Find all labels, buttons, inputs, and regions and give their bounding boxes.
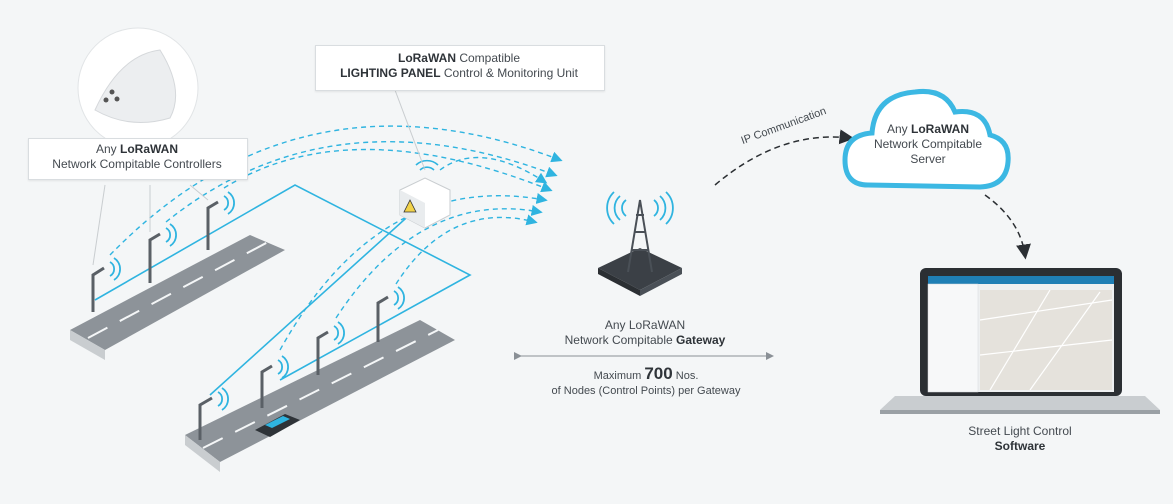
lighting-panel-box <box>399 159 451 229</box>
gateway-line2: Network Compitable <box>564 333 676 347</box>
capacity-suffix: Nos. <box>672 370 699 382</box>
panel-lighting: LIGHTING PANEL <box>340 66 441 80</box>
server-any: Any <box>886 122 911 136</box>
software-label: Street Light Control Software <box>920 424 1120 454</box>
gateway-bold: Gateway <box>676 333 726 347</box>
server-link-arrow <box>984 194 1031 260</box>
server-label: Any LoRaWAN Network Compitable Server <box>858 122 998 167</box>
panel-callout <box>315 45 605 91</box>
software-line1: Street Light Control <box>968 424 1072 438</box>
cloud-icon <box>842 88 1011 190</box>
signal-icon <box>109 191 405 411</box>
panel-wiring <box>94 184 472 396</box>
capacity-line2: of Nodes (Control Points) per Gateway <box>551 385 741 397</box>
laptop-icon <box>880 268 1160 414</box>
warning-icon <box>403 199 417 213</box>
capacity-prefix: Maximum <box>593 370 645 382</box>
server-line2: Network Compitable <box>873 137 983 151</box>
capacity-label: Maximum 700 Nos. of Nodes (Control Point… <box>520 364 772 399</box>
server-brand: LoRaWAN <box>911 122 969 136</box>
controllers-any: Any <box>95 142 120 156</box>
panel-brand: LoRaWAN <box>397 51 456 65</box>
gateway-label: Any LoRaWAN Network Compitable Gateway <box>540 318 750 348</box>
wireless-links <box>109 125 563 351</box>
controllers-brand: LoRaWAN <box>120 142 178 156</box>
panel-pointer <box>394 89 426 171</box>
street-light <box>198 295 389 440</box>
gateway-icon <box>598 191 682 296</box>
panel-control: Control & Monitoring Unit <box>440 66 578 80</box>
lower-road <box>185 320 455 472</box>
controllers-label: Any LoRaWAN Network Compitable Controlle… <box>28 142 246 172</box>
controllers-line2: Network Compitable Controllers <box>52 157 222 171</box>
street-light <box>91 200 219 312</box>
gateway-line1: Any LoRaWAN <box>604 318 686 332</box>
controllers-callout <box>28 138 248 180</box>
capacity-value: 700 <box>644 364 673 383</box>
server-line3: Server <box>910 152 946 166</box>
panel-label: LoRaWAN Compatible LIGHTING PANEL Contro… <box>315 51 603 81</box>
software-line2: Software <box>994 439 1046 453</box>
upper-road <box>70 235 285 360</box>
car-icon <box>255 414 300 437</box>
ip-link-arrow <box>714 129 855 186</box>
panel-compatible: Compatible <box>455 51 521 65</box>
